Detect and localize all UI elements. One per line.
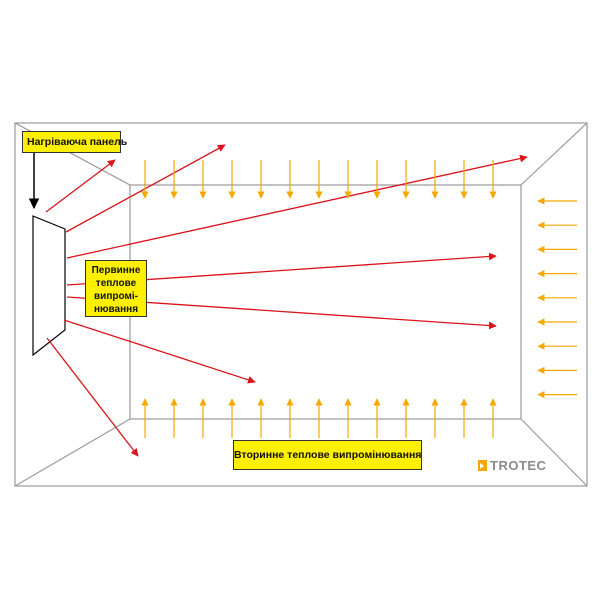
trotec-logo-icon xyxy=(478,459,487,471)
primary-arrow xyxy=(45,159,116,213)
primary-radiation-line-3: випромі- xyxy=(94,291,138,302)
room-edge-top-right xyxy=(520,122,588,186)
primary-radiation-line-1: Первинне xyxy=(91,265,141,276)
brand-name: TROTEC xyxy=(490,457,547,473)
primary-radiation-label: Первинне теплове випромі- нювання xyxy=(85,260,147,317)
secondary-radiation-arrows xyxy=(141,160,577,438)
primary-arrow xyxy=(46,337,139,457)
heating-panel-shape xyxy=(32,215,66,357)
secondary-radiation-label: Вторинне теплове випромінювання xyxy=(233,440,422,470)
primary-arrow xyxy=(63,319,256,384)
trotec-brand: TROTEC xyxy=(478,456,546,474)
heating-panel-label: Нагріваюча панель xyxy=(22,131,127,153)
room-edge-bottom-left xyxy=(14,418,131,487)
primary-arrow xyxy=(66,154,528,259)
room-edge-bottom-right xyxy=(520,418,588,487)
primary-radiation-line-2: теплове xyxy=(95,278,137,289)
primary-radiation-line-4: нювання xyxy=(93,304,139,315)
